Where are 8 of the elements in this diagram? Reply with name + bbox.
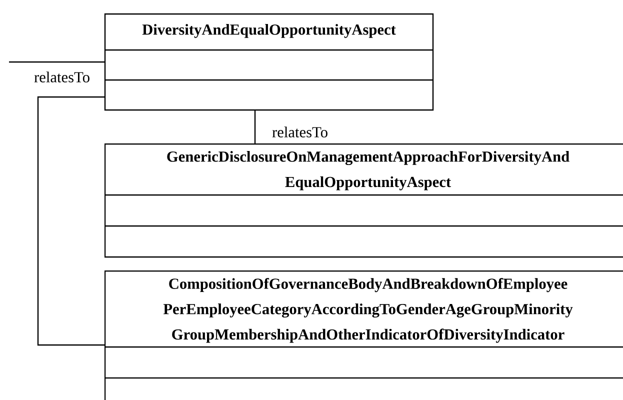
edge-label: relatesTo <box>32 70 92 84</box>
class-box: GenericDisclosureOnManagementApproachForDiversityAnd EqualOpportunityAspect <box>104 143 623 258</box>
connector-line <box>254 110 256 144</box>
class-box: CompositionOfGovernanceBodyAndBreakdownOfEmployee PerEmployeeCategoryAccordingToGenderAgeGroupMinority GroupMembershipAndOtherIndicatorOfDiversityIndicator <box>104 270 623 400</box>
edge-label: relatesTo <box>270 125 330 139</box>
connector-line <box>37 96 105 346</box>
connector-line <box>9 61 105 63</box>
class-box: DiversityAndEqualOpportunityAspect <box>104 13 434 111</box>
